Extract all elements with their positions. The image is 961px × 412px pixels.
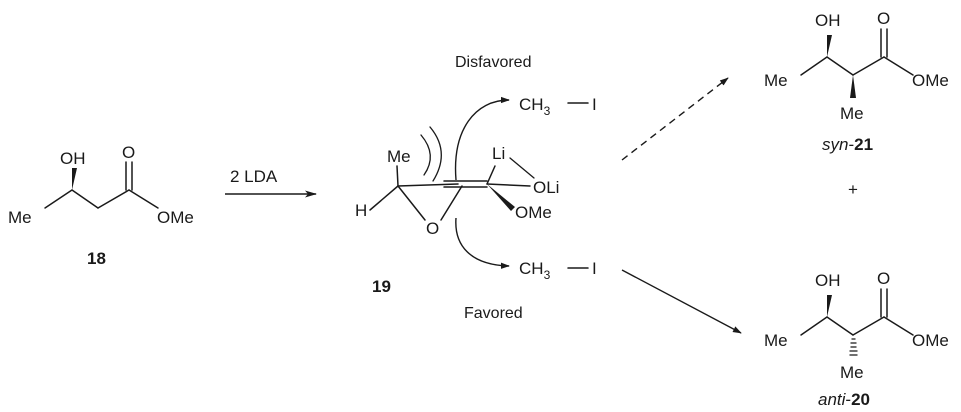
bond xyxy=(826,56,854,76)
atom-label: OMe xyxy=(912,331,949,350)
bond xyxy=(97,189,130,209)
bond xyxy=(369,185,399,211)
wedge-bond xyxy=(850,75,856,98)
atom-label: OMe xyxy=(912,71,949,90)
pathway-label-favored: Favored xyxy=(464,305,523,322)
wedge-bond xyxy=(827,295,832,317)
electrophile-iodine: I xyxy=(592,259,597,278)
compound-label-syn-21: syn-21 xyxy=(822,135,873,154)
compound-18: OH O Me OMe 18 xyxy=(8,143,194,268)
bond xyxy=(852,316,885,336)
bond xyxy=(800,316,828,336)
bond xyxy=(44,189,73,209)
atom-label: Me xyxy=(387,147,411,166)
atom-label: H xyxy=(355,201,367,220)
bond xyxy=(486,165,496,185)
product-anti-20: OH O Me OMe Me anti-20 xyxy=(764,269,949,409)
reagent-arrow-group: 2 LDA xyxy=(225,167,317,198)
atom-label: Me xyxy=(8,208,32,227)
wedge-bond xyxy=(487,184,515,211)
attack-arrow-top xyxy=(454,96,510,181)
bond xyxy=(800,56,828,76)
bond xyxy=(397,183,459,187)
chelate-bond xyxy=(509,157,535,179)
steric-clash-arc xyxy=(420,134,431,176)
hashed-bond xyxy=(849,338,858,356)
atom-label: O xyxy=(877,269,890,288)
atom-label: O xyxy=(426,219,439,238)
wedge-bond xyxy=(72,168,77,190)
bond xyxy=(440,185,463,221)
bond xyxy=(826,316,854,336)
intermediate-19: Me H O Li OLi OMe 19 xyxy=(355,126,559,296)
dashed-arrow-to-syn xyxy=(621,77,729,161)
bond xyxy=(883,56,914,76)
favored-approach: Favored CH3 I xyxy=(455,217,597,322)
atom-label: OH xyxy=(815,11,841,30)
steric-clash-arc xyxy=(429,126,442,182)
atom-label: OLi xyxy=(533,178,559,197)
disfavored-approach: Disfavored CH3 I xyxy=(454,54,597,181)
plus-sign: + xyxy=(848,180,858,199)
bond xyxy=(486,183,531,187)
bond xyxy=(71,189,99,209)
atom-label: Li xyxy=(492,144,505,163)
bond xyxy=(396,165,399,187)
atom-label: Me xyxy=(840,104,864,123)
atom-label: OMe xyxy=(157,208,194,227)
atom-label: Me xyxy=(764,71,788,90)
bond xyxy=(397,185,426,221)
wedge-bond xyxy=(827,35,832,57)
product-syn-21: OH O Me OMe Me syn-21 xyxy=(764,9,949,154)
atom-label: O xyxy=(122,143,135,162)
compound-label-anti-20: anti-20 xyxy=(818,390,870,409)
atom-label: Me xyxy=(764,331,788,350)
bond xyxy=(128,189,159,209)
atom-label: OMe xyxy=(515,203,552,222)
reagent-label: 2 LDA xyxy=(230,167,278,186)
electrophile-iodine: I xyxy=(592,95,597,114)
atom-label: OH xyxy=(815,271,841,290)
atom-label: OH xyxy=(60,149,86,168)
compound-number: 19 xyxy=(372,277,391,296)
arrow-to-anti xyxy=(621,269,742,334)
electrophile-ch3: CH3 xyxy=(519,259,551,282)
pathway-label-disfavored: Disfavored xyxy=(455,54,531,71)
electrophile-ch3: CH3 xyxy=(519,95,551,118)
bond xyxy=(883,316,914,336)
bond xyxy=(852,56,885,76)
atom-label: O xyxy=(877,9,890,28)
atom-label: Me xyxy=(840,363,864,382)
attack-arrow-bottom xyxy=(455,217,510,269)
compound-number: 18 xyxy=(87,249,106,268)
